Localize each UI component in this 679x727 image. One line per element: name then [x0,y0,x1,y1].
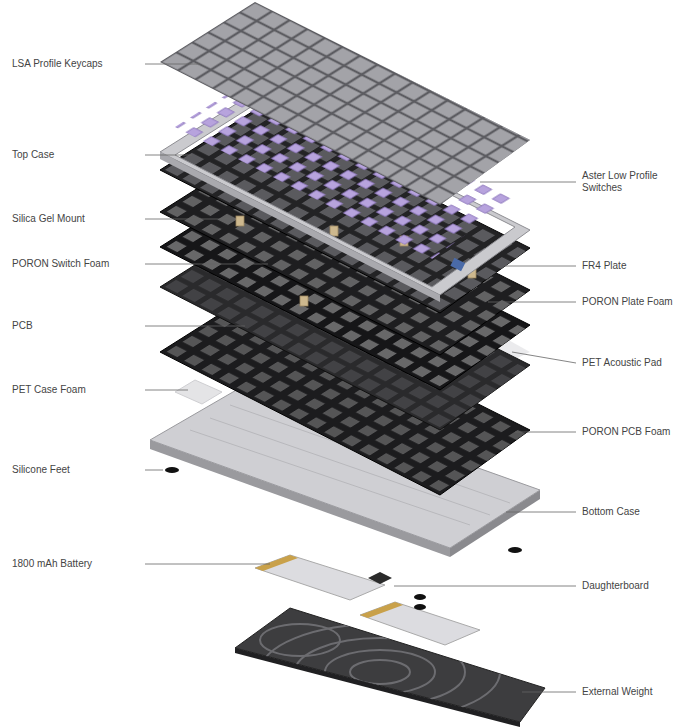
part-label: Aster Low Profile Switches [582,170,674,194]
part-label: Daughterboard [582,580,674,592]
part-label: 1800 mAh Battery [12,558,142,570]
part-label: PORON Switch Foam [12,258,142,270]
part-label: PORON Plate Foam [582,296,674,308]
part-label: Silica Gel Mount [12,213,142,225]
part-label: PET Acoustic Pad [582,357,674,369]
part-label: LSA Profile Keycaps [12,58,142,70]
leader-lines [145,64,576,692]
part-label: FR4 Plate [582,260,674,272]
part-label: PET Case Foam [12,384,142,396]
part-label: PCB [12,320,142,332]
part-label: Silicone Feet [12,464,142,476]
part-label: External Weight [582,686,674,698]
part-label: Top Case [12,149,142,161]
part-label: Bottom Case [582,506,674,518]
part-label: PORON PCB Foam [582,426,674,438]
